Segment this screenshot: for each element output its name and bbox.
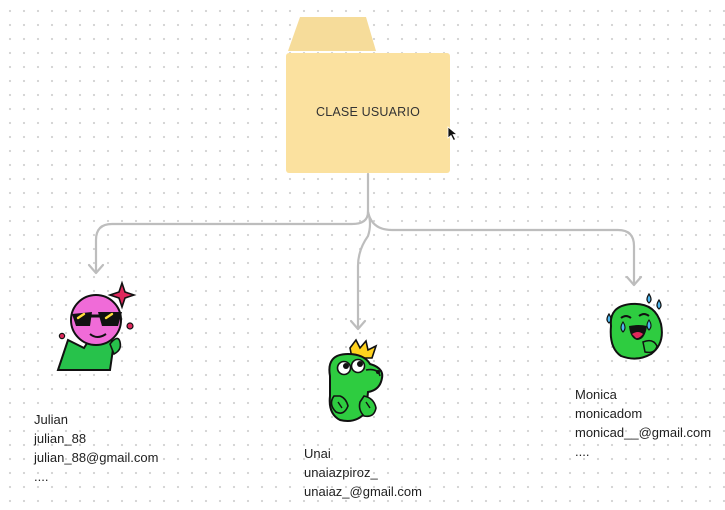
- connector-to-monica: [366, 210, 636, 286]
- user-username: julian_88: [34, 431, 87, 446]
- user-card-unai[interactable]: Unai unaiazpiroz_ unaiaz_@gmail.com: [304, 444, 422, 501]
- user-name: Monica: [575, 387, 617, 402]
- user-card-monica[interactable]: Monica monicadom monicad__@gmail.com ...…: [575, 385, 711, 461]
- user-name: Unai: [304, 446, 331, 461]
- user-email: julian_88@gmail.com: [34, 450, 159, 465]
- user-email: monicad__@gmail.com: [575, 425, 712, 440]
- folder-label: CLASE USUARIO: [315, 105, 421, 119]
- user-username: monicadom: [575, 406, 643, 421]
- arrowhead-monica: [625, 275, 643, 287]
- cool-sunglasses-sticker: [56, 280, 137, 371]
- frog-crown-sticker: [328, 338, 384, 422]
- connector-to-unai: [356, 210, 372, 330]
- connector-to-julian: [94, 210, 370, 274]
- user-name: Julian: [34, 412, 68, 427]
- laughing-blob-sticker: [606, 292, 663, 360]
- user-email: unaiaz_@gmail.com: [304, 484, 422, 499]
- arrowhead-julian: [87, 263, 105, 275]
- mouse-cursor-icon: [447, 126, 459, 142]
- user-username: unaiazpiroz_: [304, 465, 378, 480]
- arrowhead-unai: [349, 319, 367, 331]
- folder-icon: [286, 17, 450, 173]
- user-more: ....: [34, 469, 49, 484]
- user-card-julian[interactable]: Julian julian_88 julian_88@gmail.com ...…: [34, 410, 158, 486]
- folder-node[interactable]: CLASE USUARIO: [286, 15, 450, 173]
- user-more: ....: [575, 444, 590, 459]
